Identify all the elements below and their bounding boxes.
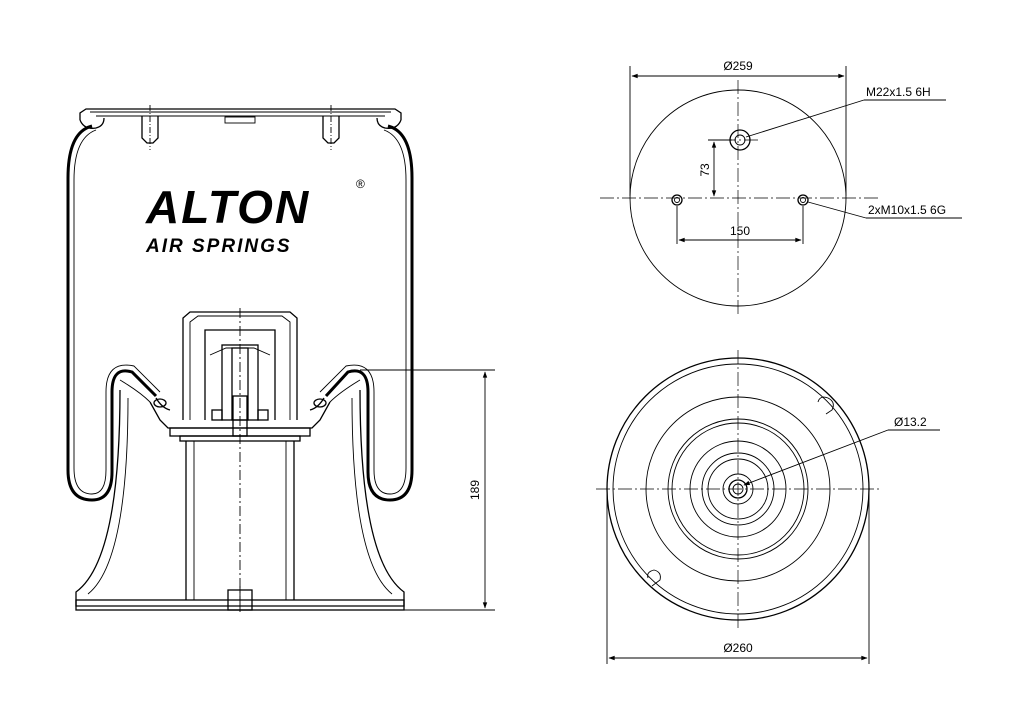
brand-name: ALTON	[145, 181, 310, 233]
piston-base	[75, 389, 405, 612]
bolt-spacing-dimension: 150	[676, 206, 804, 244]
top-diameter-dimension: Ø259	[629, 59, 847, 196]
registered-mark: ®	[356, 177, 365, 191]
bottom-diameter-dimension: Ø260	[606, 492, 870, 664]
center-thread-label: M22x1.5 6H	[866, 85, 931, 99]
top-plan-view: Ø259 M22x1.5 6H 73 2xM10x1.5 6G	[600, 59, 962, 316]
bottom-diameter-label: Ø260	[723, 641, 753, 655]
height-dimension: 189	[360, 369, 495, 611]
offset-dimension: 73	[698, 139, 732, 197]
hole-diameter-callout: Ø13.2	[743, 415, 940, 486]
piston-plate	[169, 395, 311, 442]
bellows-outline	[66, 124, 414, 502]
offset-label: 73	[698, 163, 712, 177]
top-bead-plate	[79, 105, 402, 150]
top-diameter-label: Ø259	[723, 59, 753, 73]
bottom-plan-view: Ø13.2 Ø260	[596, 350, 940, 664]
side-section-view: ALTON ® AIR SPRINGS 189	[66, 105, 495, 612]
side-thread-label: 2xM10x1.5 6G	[868, 203, 946, 217]
piston-top	[119, 308, 361, 600]
side-thread-holes: 2xM10x1.5 6G	[671, 194, 962, 219]
height-label: 189	[468, 480, 482, 500]
hole-diameter-label: Ø13.2	[894, 415, 927, 429]
rim-notch-top-right	[817, 396, 834, 415]
rim-notch-bottom-left	[647, 569, 661, 587]
bolt-spacing-label: 150	[730, 224, 750, 238]
center-thread-boss: M22x1.5 6H	[722, 85, 946, 151]
brand-tagline: AIR SPRINGS	[145, 236, 292, 257]
